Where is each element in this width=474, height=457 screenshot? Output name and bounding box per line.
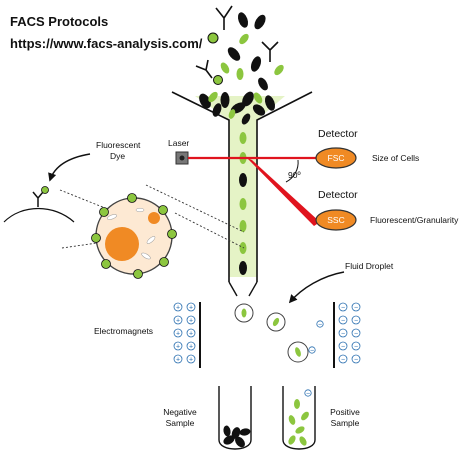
minus-sign: − bbox=[354, 305, 358, 312]
falling-cells bbox=[220, 12, 284, 91]
labeled-cell bbox=[91, 193, 177, 279]
minus-charge-marker bbox=[338, 315, 348, 325]
plus-sign: + bbox=[189, 305, 193, 312]
positive-sample-tube: − bbox=[282, 386, 316, 450]
minus-charge-marker bbox=[351, 328, 361, 338]
plus-sign: + bbox=[176, 318, 180, 325]
fluorescent-dye-arrow bbox=[48, 153, 91, 182]
positive-sample-label-line1: Positive bbox=[330, 407, 360, 417]
antibody-icon bbox=[195, 5, 279, 85]
plus-sign: + bbox=[176, 357, 180, 364]
plus-charge-marker bbox=[186, 328, 196, 338]
minus-sign: − bbox=[354, 357, 358, 364]
minus-charge-marker bbox=[351, 302, 361, 312]
minus-charge-marker bbox=[338, 354, 348, 364]
negative-sample-label-line2: Sample bbox=[166, 418, 195, 428]
plus-sign: + bbox=[189, 344, 193, 351]
ssc-label: SSC bbox=[327, 215, 344, 225]
laser-source bbox=[175, 151, 189, 165]
negative-sample-label-line1: Negative bbox=[163, 407, 197, 417]
fluorescent-granularity-label: Fluorescent/Granularity bbox=[370, 215, 459, 225]
tube-charge-sign: − bbox=[306, 391, 310, 398]
negative-sample-tube bbox=[218, 386, 252, 450]
plus-sign: + bbox=[189, 331, 193, 338]
plus-charge-marker bbox=[186, 302, 196, 312]
minus-charge-marker bbox=[338, 302, 348, 312]
plus-charge-marker bbox=[186, 354, 196, 364]
plus-sign: + bbox=[176, 331, 180, 338]
ssc-detector bbox=[315, 209, 357, 231]
membrane-antibody bbox=[3, 186, 75, 223]
minus-sign: − bbox=[354, 331, 358, 338]
plus-charge-marker bbox=[173, 341, 183, 351]
plus-sign: + bbox=[176, 305, 180, 312]
detector-label-fsc: Detector bbox=[318, 128, 358, 140]
ssc-scatter-beam bbox=[247, 158, 320, 226]
plate-charge-signs: + + + + + + + + + + − − − − − − − − − − bbox=[173, 302, 361, 364]
minus-sign: − bbox=[354, 344, 358, 351]
plus-charge-marker bbox=[186, 341, 196, 351]
droplet-charge-sign: − bbox=[318, 322, 322, 329]
plus-sign: + bbox=[176, 344, 180, 351]
electromagnets-label: Electromagnets bbox=[94, 326, 153, 336]
fsc-label: FSC bbox=[328, 153, 345, 163]
green-cells-in-funnel bbox=[208, 91, 263, 119]
minus-charge-marker bbox=[351, 315, 361, 325]
fsc-detector bbox=[315, 147, 357, 169]
fluid-droplet-arrow bbox=[288, 271, 345, 304]
minus-sign: − bbox=[341, 331, 345, 338]
stream-cells bbox=[239, 132, 247, 275]
plus-charge-marker bbox=[173, 302, 183, 312]
plus-charge-marker bbox=[173, 315, 183, 325]
plus-sign: + bbox=[189, 357, 193, 364]
fluorescent-dye-label-line1: Fluorescent bbox=[96, 140, 141, 150]
minus-sign: − bbox=[341, 318, 345, 325]
droplet-charge-sign: − bbox=[310, 348, 314, 355]
website-url: https://www.facs-analysis.com/ bbox=[10, 36, 203, 51]
angle-arc bbox=[285, 159, 299, 183]
zoom-lines bbox=[59, 184, 245, 249]
minus-sign: − bbox=[354, 318, 358, 325]
plus-charge-marker bbox=[186, 315, 196, 325]
minus-sign: − bbox=[341, 357, 345, 364]
angle-label: 90º bbox=[288, 170, 301, 180]
minus-sign: − bbox=[341, 344, 345, 351]
detector-label-ssc: Detector bbox=[318, 189, 358, 201]
minus-charge-marker bbox=[338, 328, 348, 338]
fluorescent-dye-label-line2: Dye bbox=[110, 151, 125, 161]
droplets: − − bbox=[234, 303, 324, 363]
plus-sign: + bbox=[189, 318, 193, 325]
minus-sign: − bbox=[341, 305, 345, 312]
cell-mass bbox=[199, 91, 276, 125]
plus-charge-marker bbox=[173, 354, 183, 364]
flow-cell bbox=[171, 91, 313, 297]
plus-charge-marker bbox=[173, 328, 183, 338]
minus-charge-marker bbox=[338, 341, 348, 351]
fluid-droplet-label: Fluid Droplet bbox=[345, 261, 394, 271]
page-title: FACS Protocols bbox=[10, 14, 108, 29]
minus-charge-marker bbox=[351, 341, 361, 351]
laser-label: Laser bbox=[168, 138, 189, 148]
size-of-cells-label: Size of Cells bbox=[372, 153, 419, 163]
minus-charge-marker bbox=[351, 354, 361, 364]
positive-sample-label-line2: Sample bbox=[331, 418, 360, 428]
